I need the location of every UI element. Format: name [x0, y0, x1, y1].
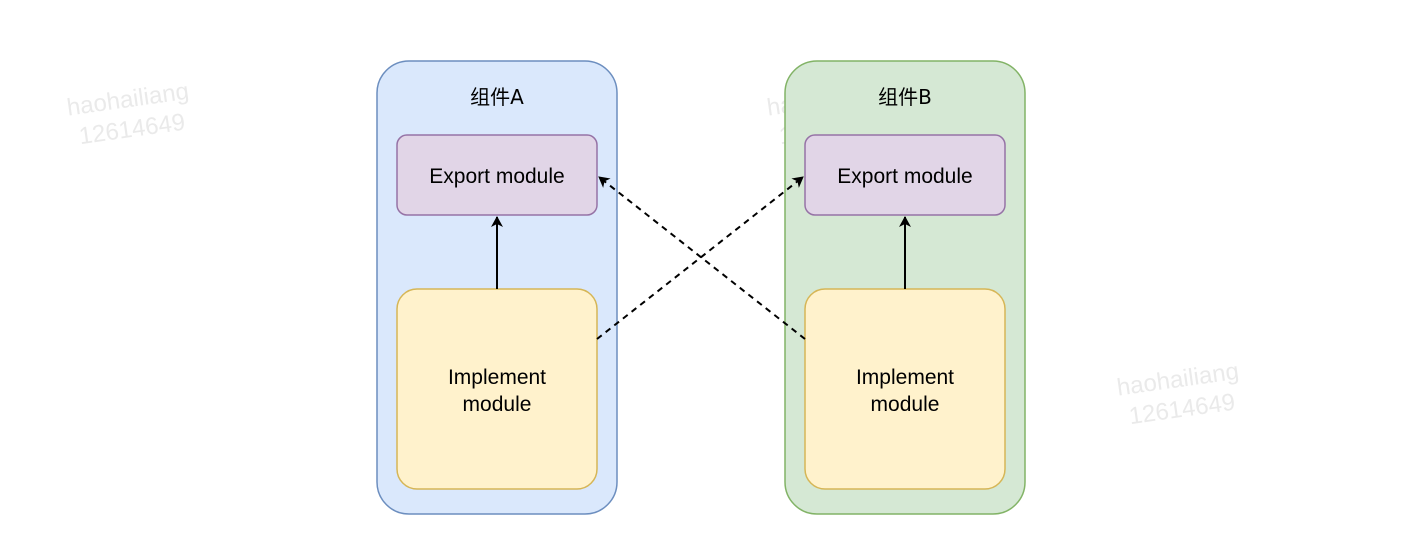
component-a-implement-module[interactable]	[396, 288, 598, 490]
component-a-export-label: Export module	[429, 165, 564, 188]
component-b-export-module[interactable]	[804, 134, 1006, 216]
cross-arrow-b-to-a	[598, 176, 806, 340]
component-b-export-label: Export module	[837, 165, 972, 188]
component-b-implement-module[interactable]	[804, 288, 1006, 490]
component-a-title: 组件A	[470, 85, 524, 109]
cross-arrow-a-to-b	[596, 176, 804, 340]
component-a-implement-label: Implement	[448, 366, 546, 389]
watermark: haohailiang 12614649	[1115, 358, 1240, 430]
component-b-implement-label: Implement	[856, 366, 954, 389]
watermark-group: haohailiang 12614649 haohailiang 1261464…	[65, 78, 1240, 435]
component-a-export-module[interactable]	[396, 134, 598, 216]
component-b-implement-label: module	[871, 393, 940, 416]
watermark: haohailiang 12614649	[65, 78, 190, 150]
component-b-title: 组件B	[878, 85, 932, 109]
component-a-implement-label: module	[463, 393, 532, 416]
